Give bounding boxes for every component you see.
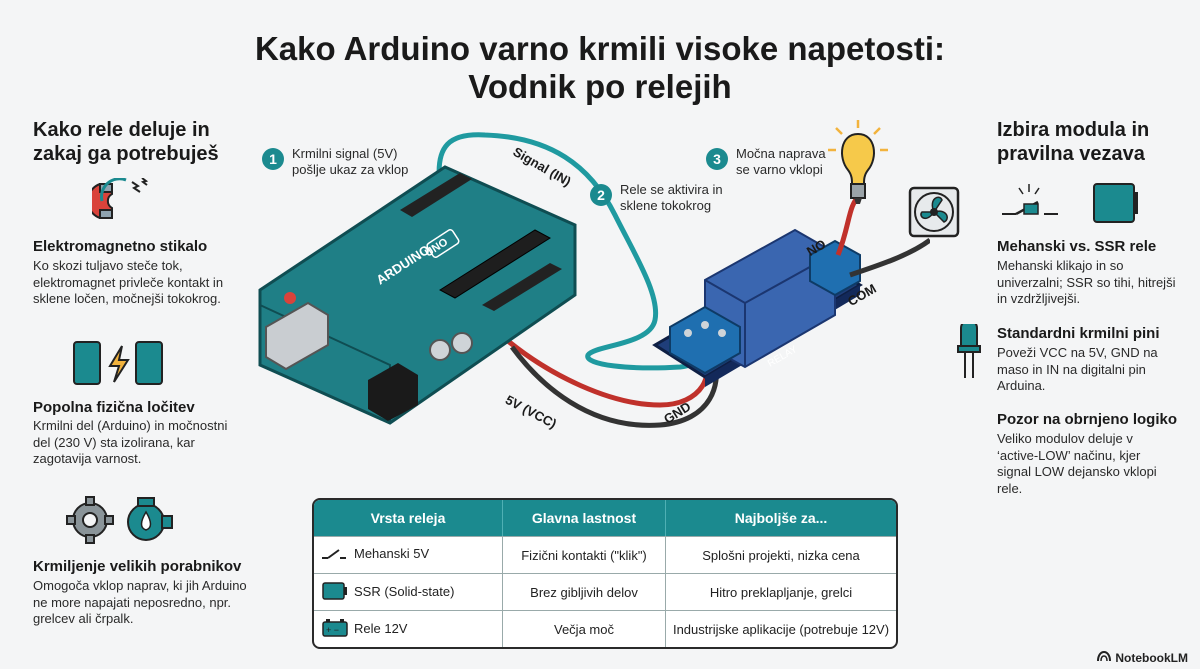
right-section-2-title: Standardni krmilni pini [997,325,1160,342]
table-cell-best: Splošni projekti, nizka cena [666,536,896,573]
step-3: 3 Močna naprava se varno vklopi [706,146,836,178]
right-heading: Izbira modula in pravilna vezava [997,119,1150,165]
step-2-number: 2 [590,184,612,206]
right-section-3-text: Veliko modulov deluje v ‘active-LOW’ nač… [997,431,1157,496]
svg-text:+ −: + − [326,625,339,635]
table-type-text: Mehanski 5V [354,546,430,562]
table-type-text: Rele 12V [354,620,408,636]
signal-wire [436,132,706,371]
table-cell-feature: Večja moč [503,610,666,647]
brand-icon [1097,650,1112,665]
switch-icon [322,547,354,564]
table-cell-feature: Brez gibljivih delov [503,573,666,610]
step-2-text: Rele se aktivira in sklene tokokrog [620,182,723,213]
relay-comparison-table: Vrsta releja Glavna lastnost Najboljše z… [312,498,898,649]
table-cell-type: SSR (Solid-state) [314,573,503,610]
table-cell-best: Hitro preklapljanje, grelci [666,573,896,610]
wiring-diagram: ARDUINO UNO RELAY [258,132,930,428]
page-title: Kako Arduino varno krmili visoke napetos… [0,30,1200,106]
gnd-wire [509,345,719,428]
table-cell-best: Industrijske aplikacije (potrebuje 12V) [666,610,896,647]
left-section-1-text: Ko skozi tuljavo steče tok, elektromagne… [33,258,224,306]
table-cell-feature: Fizični kontakti ("klik") [503,536,666,573]
table-row: SSR (Solid-state) Brez gibljivih delov H… [314,573,896,610]
table-row: Mehanski 5V Fizični kontakti ("klik") Sp… [314,536,896,573]
step-1-text: Krmilni signal (5V) pošlje ukaz za vklop [292,146,409,177]
table-row: + − Rele 12V Večja moč Industrijske aplik… [314,610,896,647]
ssr-icon [322,581,354,603]
left-section-3-title: Krmiljenje velikih porabnikov [33,558,242,575]
step-3-text: Močna naprava se varno vklopi [736,146,826,177]
switch-ssr-icon [1000,180,1140,231]
table-header-feature: Glavna lastnost [503,500,666,536]
left-section-3-text: Omogoča vklop naprav, ki jih Arduino ne … [33,578,247,626]
table-cell-type: + − Rele 12V [314,610,503,647]
step-1: 1 Krmilni signal (5V) pošlje ukaz za vkl… [262,146,420,178]
brand-text: NotebookLM [1115,650,1188,665]
step-2: 2 Rele se aktivira in sklene tokokrog [590,182,740,214]
left-section-2-text: Krmilni del (Arduino) in močnostni del (… [33,418,228,466]
left-heading: Kako rele deluje in zakaj ga potrebuješ [33,119,219,165]
arduino-board: ARDUINO UNO [258,165,577,425]
title-line-1: Kako Arduino varno krmili visoke napetos… [254,30,946,67]
magnet-icon [86,177,152,233]
table-header-best: Najboljše za... [666,500,896,536]
left-section-1-title: Elektromagnetno stikalo [33,238,208,255]
title-line-2: Vodnik po relejih [468,68,732,105]
battery-icon: + − [322,618,354,640]
table-header-type: Vrsta releja [314,500,503,536]
table-header-row: Vrsta releja Glavna lastnost Najboljše z… [314,500,896,536]
table-cell-type: Mehanski 5V [314,536,503,573]
right-section-1-title: Mehanski vs. SSR rele [997,238,1157,255]
right-section-1-text: Mehanski klikajo in so univerzalni; SSR … [997,258,1176,306]
right-section-3-title: Pozor na obrnjeno logiko [997,411,1177,428]
lamp-icon [826,118,890,219]
left-section-2-title: Popolna fizična ločitev [33,399,195,416]
gear-pump-icon [66,494,176,551]
step-1-number: 1 [262,148,284,170]
pin-icon [956,319,982,385]
com-wire [849,237,930,278]
relay-module: RELAY [652,228,863,387]
fan-icon [908,186,960,243]
brand-watermark: NotebookLM [1097,650,1188,665]
step-3-number: 3 [706,148,728,170]
isolation-icon [72,340,164,391]
right-section-2-text: Poveži VCC na 5V, GND na maso in IN na d… [997,345,1158,393]
table-type-text: SSR (Solid-state) [354,583,455,599]
